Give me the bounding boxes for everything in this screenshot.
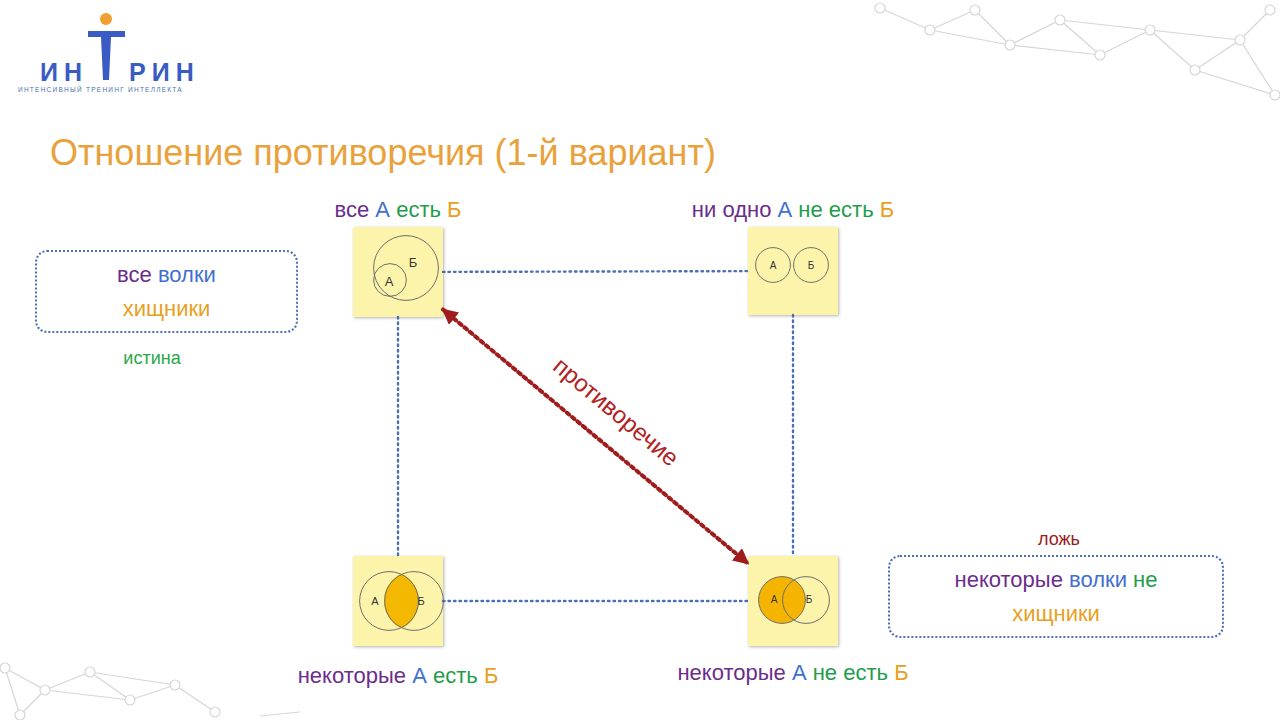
- example-callout: ложьнекоторые волки не хищники: [888, 555, 1224, 638]
- circle-outline: [373, 235, 439, 301]
- square-link: [397, 317, 399, 556]
- slide-title: Отношение противоречия (1-й вариант): [50, 132, 716, 174]
- set-letter: Б: [417, 595, 424, 607]
- square-heading: ни одно А не есть Б: [588, 197, 998, 223]
- venn-square: некоторые А есть БАБ: [353, 556, 443, 646]
- set-letter: Б: [808, 260, 815, 271]
- circle-shape: [759, 577, 806, 624]
- set-letter: Б: [409, 255, 418, 270]
- circle-shape: [360, 572, 419, 631]
- venn-square: некоторые А не есть БАБ: [748, 556, 838, 646]
- example-statement: все волки хищники: [97, 258, 236, 326]
- truth-value: ложь: [1038, 529, 1080, 550]
- set-circle: Б: [793, 247, 829, 283]
- set-letter: А: [771, 594, 778, 605]
- set-letter: Б: [806, 594, 813, 605]
- set-circle: А: [373, 263, 407, 297]
- set-letter: А: [385, 274, 394, 289]
- intersection-fill: [384, 574, 419, 629]
- venn-square: все А есть ББА: [353, 227, 443, 317]
- circle-shape: [783, 577, 830, 624]
- set-circle: А: [758, 576, 806, 624]
- circle-outline: [384, 571, 444, 631]
- square-heading: все А есть Б: [193, 197, 603, 223]
- example-statement: некоторые волки не хищники: [940, 563, 1172, 631]
- logo-text: ИН: [40, 58, 88, 86]
- circle-outline: [758, 576, 806, 624]
- contradiction-arrow: [443, 309, 748, 563]
- set-circle: Б: [384, 571, 444, 631]
- logo-subtitle: ИНТЕНСИВНЫЙ ТРЕНИНГ ИНТЕЛЛЕКТА: [18, 86, 183, 94]
- square-link: [443, 600, 748, 602]
- set-circle: А: [359, 571, 419, 631]
- logo-text: РИН: [129, 58, 200, 86]
- set-letter: А: [770, 260, 777, 271]
- logo-figure: [88, 13, 125, 80]
- circle-shape: [794, 248, 829, 283]
- square-link: [792, 315, 794, 556]
- set-letter: А: [371, 595, 378, 607]
- circle-outline: [359, 571, 419, 631]
- circle-shape: [756, 248, 791, 283]
- example-callout: все волки хищникиистина: [35, 250, 298, 333]
- circle-shape: [374, 264, 407, 297]
- venn-intersection: [353, 556, 443, 646]
- square-heading: некоторые А есть Б: [193, 663, 603, 689]
- square-heading: некоторые А не есть Б: [588, 660, 998, 686]
- set-circle: БА: [373, 235, 439, 301]
- set-circle: Б: [782, 576, 830, 624]
- truth-value: истина: [123, 348, 180, 369]
- set-circle: А: [755, 247, 791, 283]
- circle-shape: [385, 572, 444, 631]
- edge-label: противоречие: [548, 352, 685, 472]
- square-link: [443, 270, 748, 273]
- venn-square: ни одно А не есть БАБ: [748, 227, 838, 315]
- circle-shape: [374, 236, 439, 301]
